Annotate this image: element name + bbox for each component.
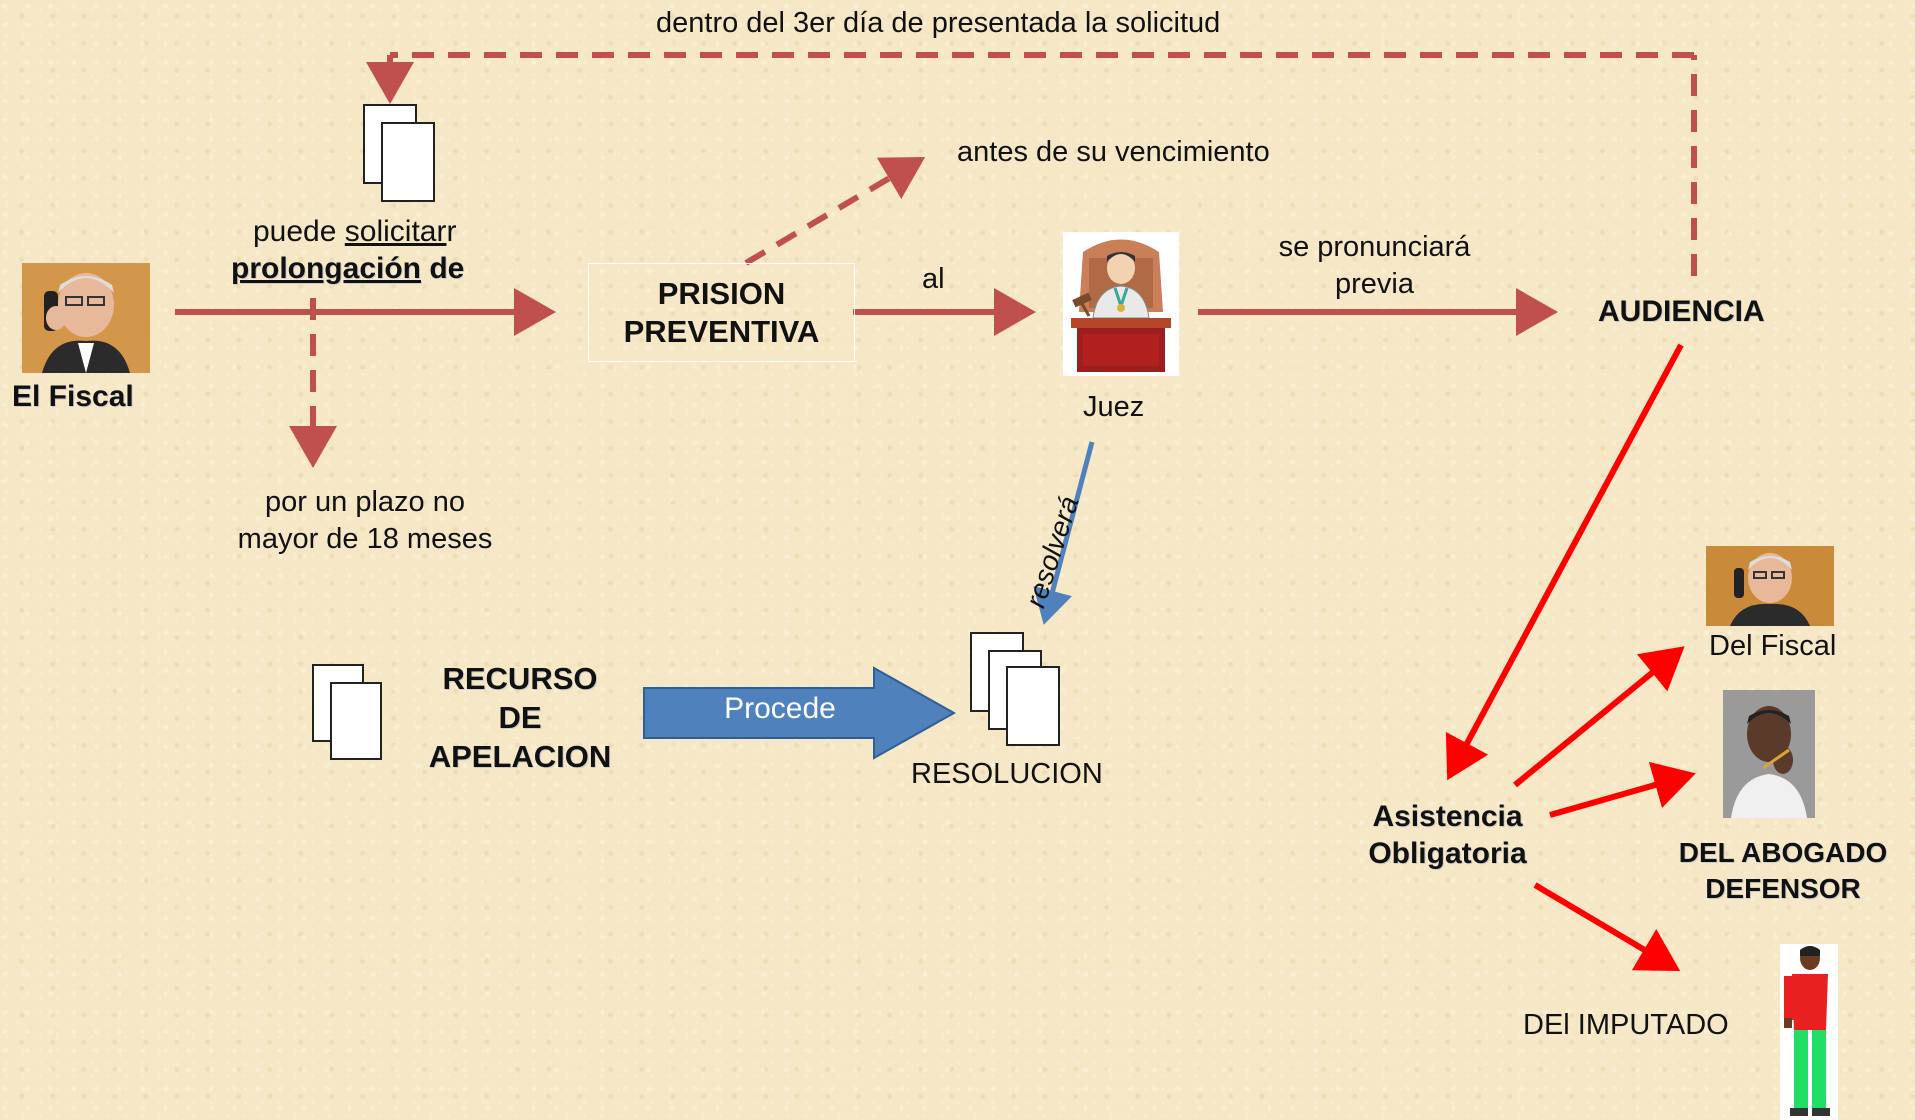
recurso-apelacion-label: RECURSO DE APELACION [428,661,612,774]
asistencia-obligatoria-label: Asistencia Obligatoria [1368,800,1527,870]
prolongacion-label: prolongación de [231,252,465,285]
imputado-label: DEl IMPUTADO [1523,1009,1729,1041]
se-pronunciara-label: se pronunciará previa [1278,231,1471,300]
del-fiscal-label: Del Fiscal [1709,630,1837,662]
deadline-label: dentro del 3er día de presentada la soli… [656,7,1221,39]
el-fiscal-label: El Fiscal [12,380,134,413]
al-label: al [922,263,945,295]
resolucion-document-icon [970,632,1062,748]
lawyer-photo [1723,690,1815,818]
antes-vencimiento-label: antes de su vencimiento [957,136,1270,168]
procede-label: Procede [724,692,836,725]
asistencia-to-fiscal-arrow [1513,646,1685,788]
asistencia-to-abogado-arrow [1549,761,1696,818]
resolvera-arrow [1033,441,1095,625]
procede-arrow: Procede [642,666,958,760]
prision-line1: PRISION [657,275,786,311]
fiscal-photo [22,263,150,373]
abogado-defensor-label: DEL ABOGADO DEFENSOR [1678,837,1888,904]
judge-clipart [1063,232,1179,376]
deadline-loop-arrow [366,52,1697,276]
prision-line2: PREVENTIVA [623,313,820,349]
vencimiento-dashed-arrow [744,156,926,266]
audiencia-label: AUDIENCIA [1598,295,1765,328]
prision-preventiva-box: PRISION PREVENTIVA [588,263,855,362]
plazo-label: por un plazo no mayor de 18 meses [237,486,493,555]
del-fiscal-photo [1706,546,1834,626]
recurso-document-icon [312,664,384,762]
audiencia-to-asistencia-arrow [1445,343,1684,781]
defendant-figure [1780,944,1838,1120]
juez-label: Juez [1083,391,1145,423]
document-stack-icon [363,104,439,204]
asistencia-to-imputado-arrow [1533,882,1681,972]
puede-solicitar-label: puede solicitarr [253,215,457,248]
resolucion-label: RESOLUCION [911,758,1103,790]
